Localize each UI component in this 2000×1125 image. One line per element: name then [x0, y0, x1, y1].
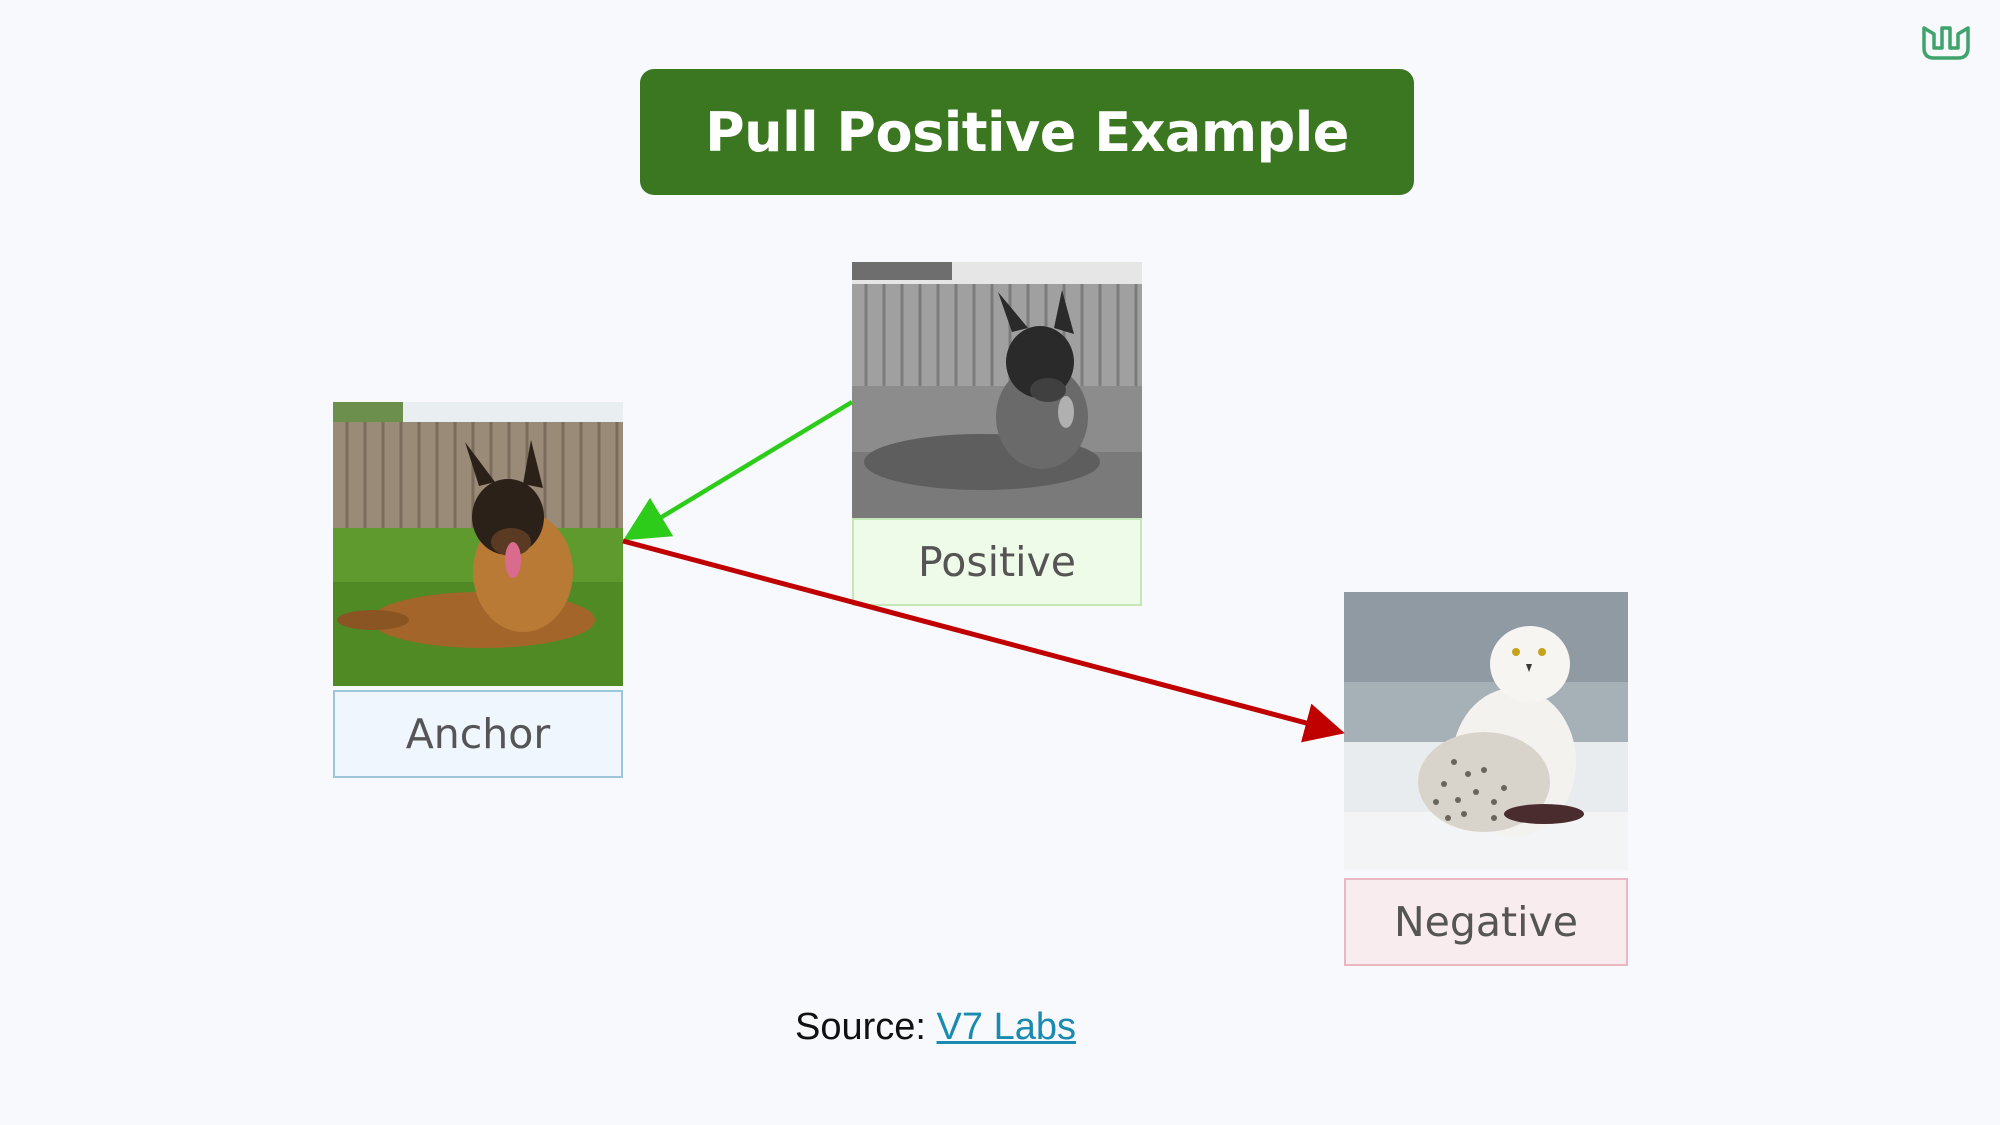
pull-arrow — [623, 400, 854, 541]
diagram-title: Pull Positive Example — [705, 100, 1349, 164]
positive-image — [852, 262, 1142, 518]
source-link[interactable]: V7 Labs — [936, 1006, 1076, 1048]
title-banner: Pull Positive Example — [640, 69, 1414, 195]
anchor-label: Anchor — [333, 690, 623, 778]
anchor-image — [333, 402, 623, 686]
negative-image — [1344, 592, 1628, 870]
source-citation: Source: V7 Labs — [795, 1006, 1076, 1049]
positive-label: Positive — [852, 518, 1142, 606]
source-prefix: Source: — [795, 1006, 937, 1048]
brand-logo-icon — [1922, 26, 1970, 60]
push-arrow — [622, 538, 1345, 743]
negative-label: Negative — [1344, 878, 1628, 966]
